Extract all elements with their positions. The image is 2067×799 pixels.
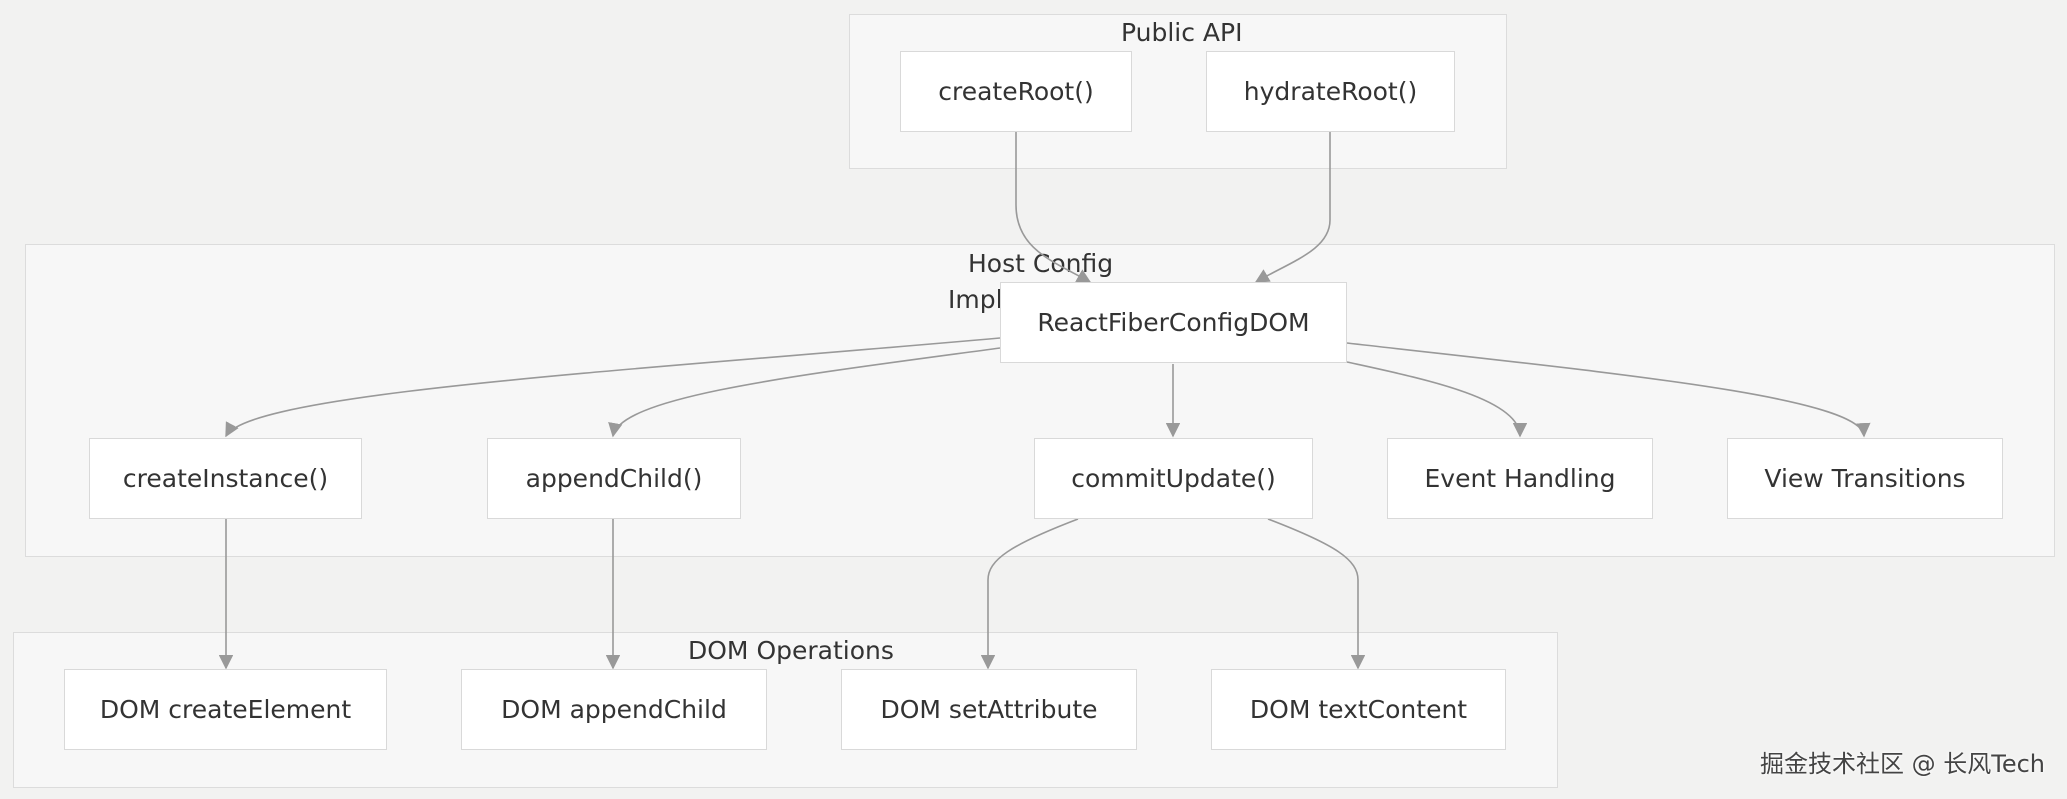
hydrate-root-node[interactable]: hydrateRoot() xyxy=(1206,51,1455,132)
event-handling-node[interactable]: Event Handling xyxy=(1387,438,1653,519)
host-config-label-line2: Impl xyxy=(948,285,1003,314)
dom-operations-label: DOM Operations xyxy=(688,636,894,665)
create-instance-node[interactable]: createInstance() xyxy=(89,438,362,519)
dom-create-element-node[interactable]: DOM createElement xyxy=(64,669,387,750)
public-api-label: Public API xyxy=(1121,18,1243,47)
dom-set-attribute-node[interactable]: DOM setAttribute xyxy=(841,669,1137,750)
host-config-label: Host Config xyxy=(968,249,1114,278)
create-root-node[interactable]: createRoot() xyxy=(900,51,1132,132)
react-fiber-config-dom-node[interactable]: ReactFiberConfigDOM xyxy=(1000,282,1347,363)
append-child-node[interactable]: appendChild() xyxy=(487,438,741,519)
dom-text-content-node[interactable]: DOM textContent xyxy=(1211,669,1506,750)
view-transitions-node[interactable]: View Transitions xyxy=(1727,438,2003,519)
commit-update-node[interactable]: commitUpdate() xyxy=(1034,438,1313,519)
dom-append-child-node[interactable]: DOM appendChild xyxy=(461,669,767,750)
watermark-text: 掘金技术社区 @ 长风Tech xyxy=(1759,750,2045,778)
